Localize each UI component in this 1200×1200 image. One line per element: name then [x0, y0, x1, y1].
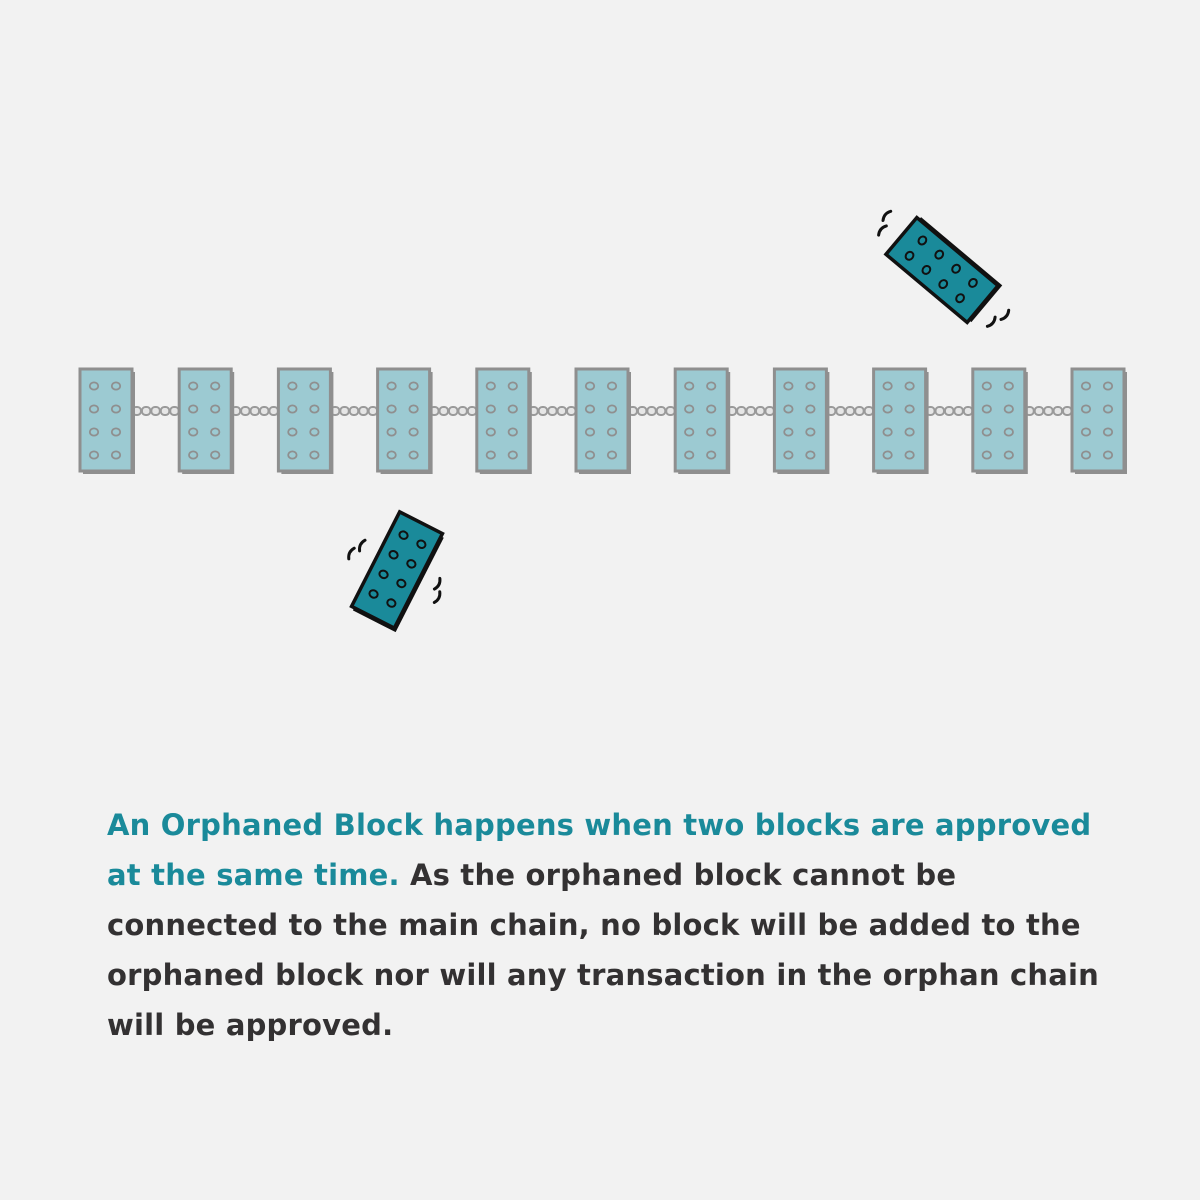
chain-block-icon [276, 367, 334, 474]
caption: An Orphaned Block happens when two block… [107, 800, 1107, 1050]
orphaned-blocks [347, 209, 1011, 633]
chain-block-icon [475, 367, 532, 474]
main-chain [78, 367, 1127, 474]
chain-block-icon [177, 367, 235, 474]
motion-lines-icon [877, 209, 1011, 328]
chain-block-icon [1070, 367, 1127, 474]
chain-block-icon [78, 367, 135, 474]
chain-link-icon [925, 406, 974, 416]
chain-block-icon [376, 367, 433, 474]
chain-link-icon [1024, 406, 1073, 416]
orphan-block-diagram [78, 209, 1127, 633]
chain-link-icon [131, 406, 180, 416]
chain-block-icon [673, 367, 731, 474]
chain-link-icon [429, 406, 478, 416]
orphaned-block-icon [877, 209, 1011, 328]
chain-link-icon [627, 406, 676, 416]
chain-link-icon [825, 406, 875, 416]
motion-lines-icon [347, 538, 442, 604]
chain-block-icon [574, 367, 631, 474]
chain-block-icon [772, 367, 830, 474]
orphaned-block-icon [347, 509, 445, 633]
chain-block-icon [971, 367, 1028, 474]
chain-block-icon [872, 367, 929, 474]
chain-link-icon [726, 406, 775, 416]
chain-link-icon [230, 406, 279, 416]
caption-highlight: An Orphaned Block happens when two block… [107, 808, 1092, 892]
chain-link-icon [528, 406, 577, 416]
chain-link-icon [329, 406, 379, 416]
caption-body: As the orphaned block cannot be connecte… [107, 858, 1100, 1042]
